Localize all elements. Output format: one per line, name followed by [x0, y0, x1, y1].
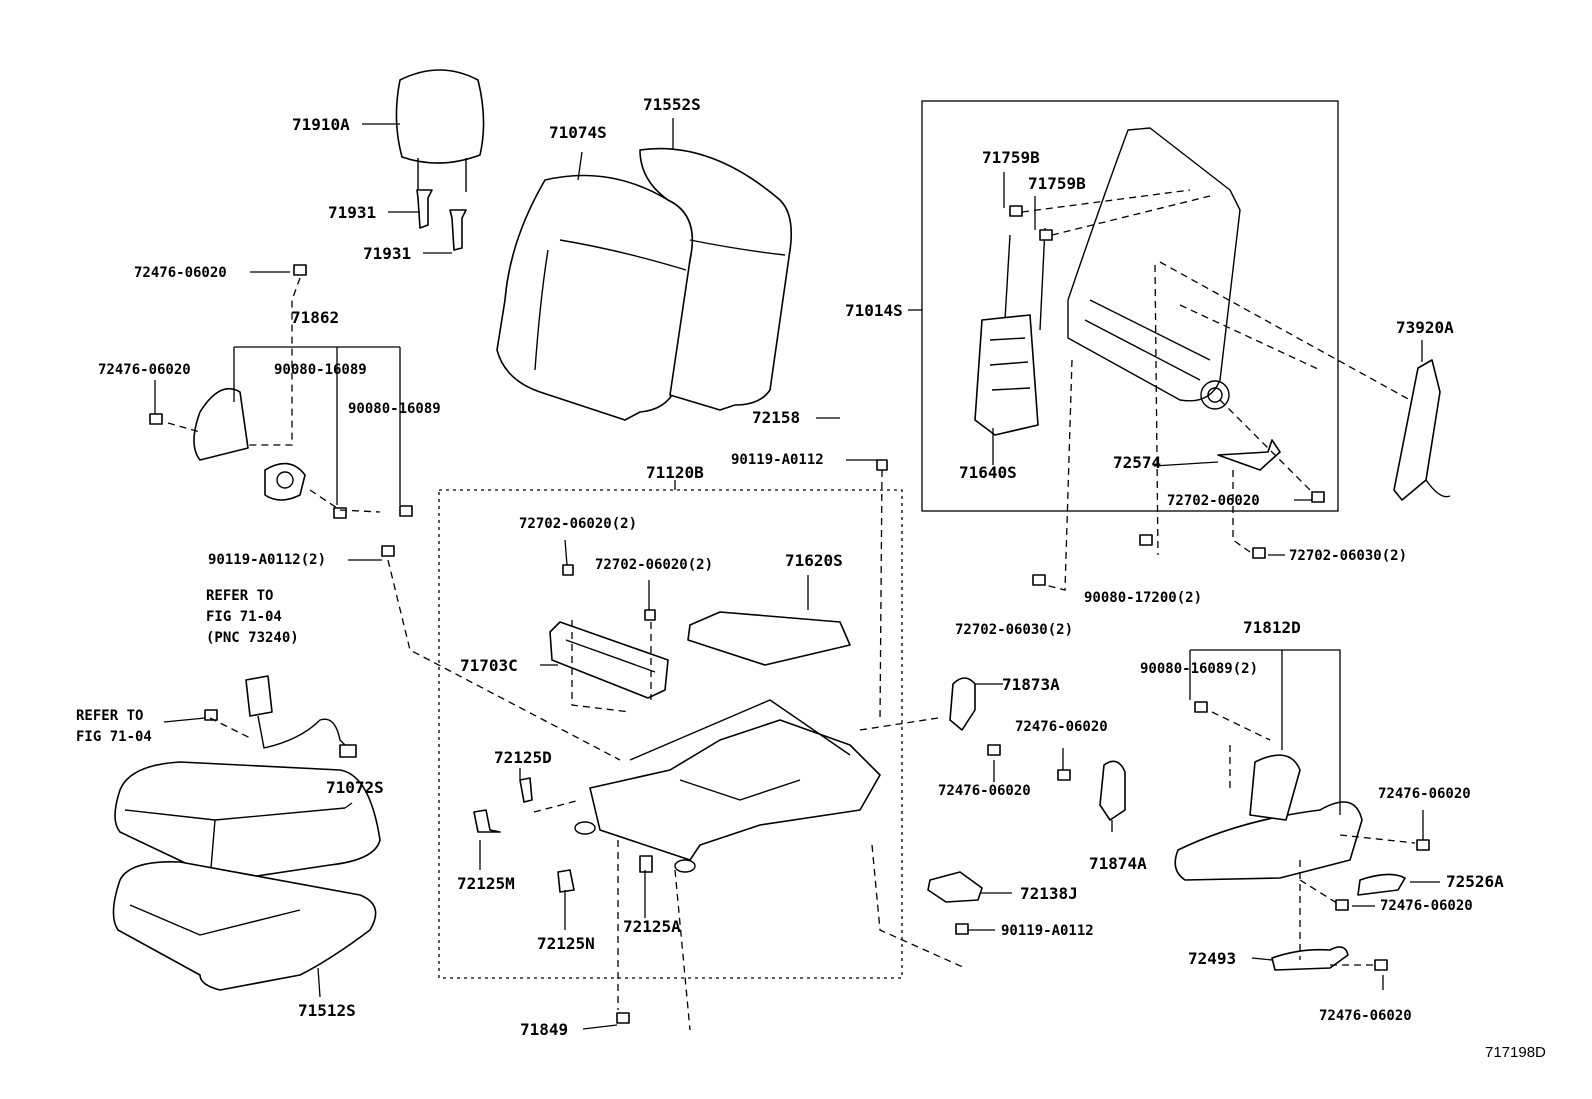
- label-71014S: 71014S: [845, 301, 903, 320]
- frame-clip-parts[interactable]: [1009, 205, 1053, 241]
- lever-knob-part[interactable]: [1357, 873, 1406, 896]
- label-72476-06020-top: 72476-06020: [134, 265, 227, 281]
- release-lever-part[interactable]: [927, 871, 983, 903]
- part-number-labels: 71910A 71931 71931 72476-06020 71862 724…: [76, 95, 1546, 1061]
- recliner-bracket-part[interactable]: [264, 462, 306, 501]
- label-90080-16089-b: 90080-16089: [348, 401, 441, 417]
- label-90080-16089-a: 90080-16089: [274, 362, 367, 378]
- seat-hinge-cover-part[interactable]: [193, 387, 249, 461]
- label-72702-06020-b: 72702-06020(2): [595, 557, 713, 573]
- label-71910A: 71910A: [292, 115, 350, 134]
- label-71874A: 71874A: [1089, 854, 1147, 873]
- frame-bolt-parts[interactable]: [1032, 491, 1325, 586]
- bolt-parts[interactable]: [149, 264, 413, 721]
- leader-lines: [154, 118, 1440, 1030]
- refer-note-1-line2: FIG 71-04: [206, 609, 282, 625]
- recliner-release-part[interactable]: [1217, 439, 1281, 471]
- label-72125D: 72125D: [494, 748, 552, 767]
- seat-track-group-box: [438, 489, 903, 979]
- label-71072S: 71072S: [326, 778, 384, 797]
- label-72138J: 72138J: [1020, 884, 1078, 903]
- label-72702-06020-a: 72702-06020(2): [519, 516, 637, 532]
- label-71873A: 71873A: [1002, 675, 1060, 694]
- side-cover-assembly-part[interactable]: [1174, 754, 1363, 881]
- label-71552S: 71552S: [643, 95, 701, 114]
- label-71512S: 71512S: [298, 1001, 356, 1020]
- label-72702-06020-c: 72702-06020: [1167, 493, 1260, 509]
- label-72493: 72493: [1188, 949, 1236, 968]
- seat-belt-buckle-part[interactable]: [245, 675, 357, 758]
- label-90119-A0112-mid: 90119-A0112: [731, 452, 824, 468]
- label-90080-16089-r: 90080-16089(2): [1140, 661, 1258, 677]
- seatback-pad-part[interactable]: [639, 147, 793, 411]
- label-90119-A0112-left: 90119-A0112(2): [208, 552, 326, 568]
- label-71862: 71862: [291, 308, 339, 327]
- label-72125N: 72125N: [537, 934, 595, 953]
- label-71931-a: 71931: [328, 203, 376, 222]
- seat-adjuster-track-part[interactable]: [574, 699, 881, 873]
- label-72526A: 72526A: [1446, 872, 1504, 891]
- label-90080-17200: 90080-17200(2): [1084, 590, 1202, 606]
- refer-note-1-line1: REFER TO: [206, 588, 273, 604]
- label-73920A: 73920A: [1396, 318, 1454, 337]
- label-71759B-a: 71759B: [982, 148, 1040, 167]
- cushion-spring-part[interactable]: [687, 611, 851, 666]
- label-71074S: 71074S: [549, 123, 607, 142]
- seatback-cover-part[interactable]: [496, 174, 694, 421]
- cushion-support-part[interactable]: [549, 621, 669, 699]
- seat-cushion-pad-part[interactable]: [112, 861, 377, 991]
- label-71759B-b: 71759B: [1028, 174, 1086, 193]
- label-72125M: 72125M: [457, 874, 515, 893]
- refer-note-2-line1: REFER TO: [76, 708, 143, 724]
- label-72476-06020-r1: 72476-06020: [1378, 786, 1471, 802]
- label-72125A: 72125A: [623, 917, 681, 936]
- label-72702-06030-e: 72702-06030(2): [955, 622, 1073, 638]
- seatback-frame-group-box: [921, 100, 1339, 512]
- headrest-part[interactable]: [395, 69, 485, 192]
- refer-note-2-line2: FIG 71-04: [76, 729, 152, 745]
- label-71620S: 71620S: [785, 551, 843, 570]
- seatback-frame-part[interactable]: [1067, 127, 1241, 410]
- dashed-assembly-lines: [167, 189, 1416, 1031]
- figure-id: 717198D: [1485, 1044, 1546, 1061]
- label-71120B: 71120B: [646, 463, 704, 482]
- label-72476-06020-mid2: 72476-06020: [938, 783, 1031, 799]
- right-bolt-parts[interactable]: [955, 701, 1430, 971]
- label-71931-b: 71931: [363, 244, 411, 263]
- headrest-support-part[interactable]: [416, 189, 467, 251]
- label-90119-A0112-bot: 90119-A0112: [1001, 923, 1094, 939]
- label-72476-06020-r3: 72476-06020: [1319, 1008, 1412, 1024]
- label-71849: 71849: [520, 1020, 568, 1039]
- label-72702-06030-d: 72702-06030(2): [1289, 548, 1407, 564]
- track-clip-parts[interactable]: [473, 777, 653, 893]
- adjuster-handle-part[interactable]: [1271, 946, 1349, 971]
- label-71703C: 71703C: [460, 656, 518, 675]
- label-72574: 72574: [1113, 453, 1161, 472]
- label-72158: 72158: [752, 408, 800, 427]
- label-72476-06020-r2: 72476-06020: [1380, 898, 1473, 914]
- seatback-side-cover-part[interactable]: [1393, 359, 1451, 501]
- lumbar-support-part[interactable]: [974, 227, 1046, 436]
- seat-wire-hooks-part[interactable]: [949, 677, 1126, 821]
- label-72476-06020-left: 72476-06020: [98, 362, 191, 378]
- refer-note-1-line3: (PNC 73240): [206, 630, 299, 646]
- label-71640S: 71640S: [959, 463, 1017, 482]
- label-71812D: 71812D: [1243, 618, 1301, 637]
- label-72476-06020-mid1: 72476-06020: [1015, 719, 1108, 735]
